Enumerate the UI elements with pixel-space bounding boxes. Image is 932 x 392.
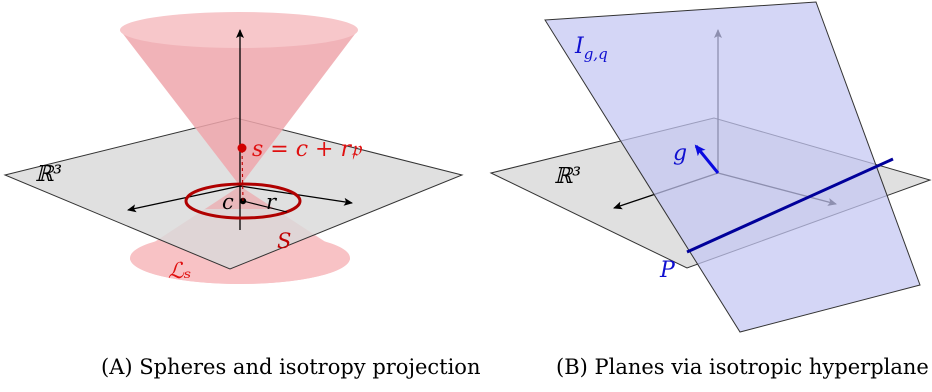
plane-p-label: P bbox=[659, 258, 676, 283]
dashed-connector bbox=[241, 149, 244, 202]
cone-label: ℒₛ bbox=[168, 259, 191, 284]
point-s-label: s = c + r𝔭 bbox=[252, 137, 363, 162]
upper-cone bbox=[120, 30, 358, 186]
r3-label-b: ℝ³ bbox=[554, 164, 581, 189]
plane-p-line bbox=[686, 157, 894, 254]
panel-b: Ig,q g ℝ³ P (B) Planes via isotropic hyp… bbox=[489, 1, 932, 379]
upper-cone-top bbox=[120, 12, 358, 48]
radius-label: r bbox=[266, 190, 278, 214]
caption-b: (B) Planes via isotropic hyperplane bbox=[556, 355, 929, 379]
sphere-circle-s bbox=[184, 182, 302, 220]
vector-g-label: g bbox=[673, 141, 687, 166]
axis-left-a bbox=[127, 185, 241, 213]
r3-label-a: ℝ³ bbox=[35, 162, 62, 187]
caption-a: (A) Spheres and isotropy projection bbox=[101, 355, 480, 379]
vector-g bbox=[694, 144, 720, 174]
center-label: c bbox=[222, 190, 234, 214]
radius-line bbox=[242, 200, 288, 213]
sphere-label: S bbox=[277, 229, 291, 253]
panel-a: ℝ³ s = c + r𝔭 c r S ℒₛ (A) Spheres and i… bbox=[3, 12, 480, 379]
point-s bbox=[237, 143, 247, 153]
isotropic-hyperplane bbox=[544, 1, 921, 333]
